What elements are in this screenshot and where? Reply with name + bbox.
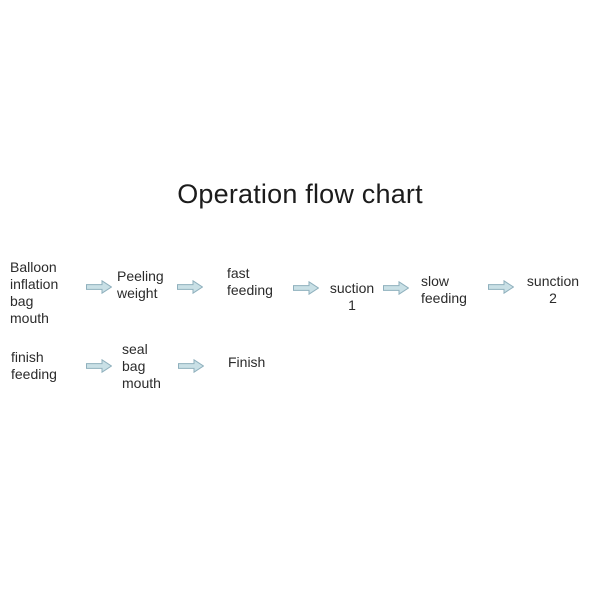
flow-arrow-icon (383, 281, 409, 295)
flow-step-balloon-inflation-bag-mouth: Balloon inflation bag mouth (10, 259, 59, 326)
page-title: Operation flow chart (177, 179, 423, 209)
flow-step-finish-feeding: finish feeding (11, 349, 57, 382)
flow-step-fast-feeding: fast feeding (227, 265, 273, 298)
flow-step-seal-bag-mouth: seal bag mouth (122, 341, 161, 391)
flow-arrow-icon (488, 280, 514, 294)
flow-arrow-icon (86, 280, 112, 294)
flow-step-sunction-2: sunction 2 (526, 273, 580, 306)
flow-step-finish: Finish (228, 354, 266, 370)
flow-step-peeling-weight: Peeling weight (117, 268, 164, 301)
flow-arrow-icon (177, 280, 203, 294)
flow-step-suction-1: suction 1 (329, 280, 375, 313)
flow-arrow-icon (86, 359, 112, 373)
flow-step-slow-feeding: slow feeding (421, 273, 467, 306)
flow-arrow-icon (293, 281, 319, 295)
flow-arrow-icon (178, 359, 204, 373)
